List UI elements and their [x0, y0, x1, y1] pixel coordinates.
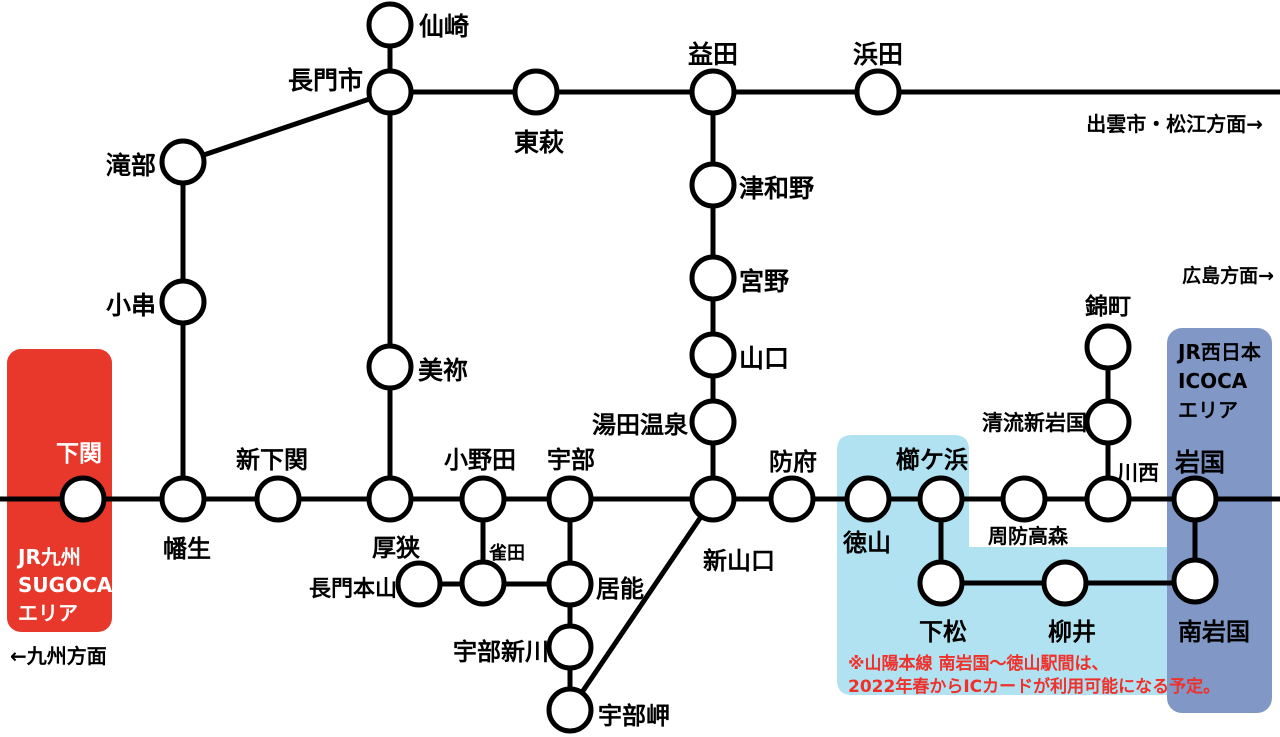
nagatoshi-takibe-link	[182, 89, 391, 165]
station-higashi-hagi	[512, 68, 560, 116]
station-shin-yamaguchi	[689, 475, 737, 523]
station-asa	[366, 475, 414, 523]
station-label-nishikicho: 錦町	[1085, 293, 1131, 320]
station-onoda	[459, 475, 507, 523]
station-kawanishi	[1084, 475, 1132, 523]
station-ino	[546, 560, 594, 608]
station-label-yanai: 柳井	[1048, 618, 1096, 646]
ube-line-diagonal	[567, 497, 716, 712]
station-label-kogushi: 小串	[106, 291, 156, 320]
station-label-takibe: 滝部	[106, 151, 156, 180]
station-label-onoda: 小野田	[444, 446, 516, 474]
station-label-ube-shinkawa: 宇部新川	[453, 638, 549, 666]
station-mine	[366, 343, 414, 391]
station-iwakuni	[1171, 475, 1219, 523]
station-label-shin-yamaguchi: 新山口	[703, 547, 775, 575]
station-minami-iwakuni	[1171, 557, 1219, 605]
station-label-masuda: 益田	[688, 40, 738, 69]
station-seiryu-shin-iwakuni	[1084, 398, 1132, 446]
station-label-minami-iwakuni: 南岩国	[1178, 618, 1250, 646]
station-label-nagato-motoyama: 長門本山	[309, 577, 397, 602]
station-label-suzumeda: 雀田	[488, 543, 525, 564]
station-ube-misaki	[546, 686, 594, 734]
station-label-miyano: 宮野	[739, 267, 789, 296]
station-yamaguchi	[689, 331, 737, 379]
station-label-shin-shimonoseki: 新下関	[236, 446, 308, 474]
station-label-shimonoseki: 下関	[56, 441, 102, 467]
station-nagato-motoyama	[395, 560, 443, 608]
station-label-asa: 厚狭	[372, 534, 420, 562]
jr-kyushu-sugoca-area-label-line-1: SUGOCA	[18, 573, 113, 597]
station-label-suo-takamori: 周防高森	[988, 524, 1069, 548]
jr-west-icoca-area-label-line-0: JR西日本	[1176, 340, 1261, 364]
station-ube-shinkawa	[546, 623, 594, 671]
jr-west-icoca-area-label-line-2: エリア	[1178, 398, 1238, 422]
station-ube	[546, 475, 594, 523]
station-shimonoseki	[59, 475, 107, 523]
station-nagatoshi	[366, 68, 414, 116]
station-shin-shimonoseki	[254, 475, 302, 523]
station-label-nagatoshi: 長門市	[288, 66, 363, 95]
station-hamada	[854, 68, 902, 116]
station-label-kawanishi: 川西	[1116, 461, 1159, 485]
station-label-hamada: 浜田	[853, 40, 903, 69]
ic-card-note-line-1: 2022年春からICカードが利用可能になる予定。	[848, 676, 1220, 697]
station-label-tokuyama: 徳山	[842, 529, 891, 557]
ic-card-note-line-0: ※山陽本線 南岩国～徳山駅間は、	[848, 653, 1108, 674]
station-label-kushigahama: 櫛ケ浜	[896, 446, 968, 474]
station-kushigahama	[917, 475, 965, 523]
station-label-mine: 美祢	[418, 356, 468, 385]
jr-kyushu-sugoca-area-label-line-2: エリア	[18, 601, 78, 625]
station-label-kudamatsu: 下松	[919, 618, 967, 646]
station-nishikicho	[1084, 323, 1132, 371]
station-miyano	[689, 254, 737, 302]
jr-kyushu-sugoca-area-label-line-0: JR九州	[16, 545, 81, 569]
station-label-seiryu-shin-iwakuni: 清流新岩国	[982, 411, 1087, 435]
station-hofu	[768, 475, 816, 523]
station-yuda-onsen	[689, 398, 737, 446]
kyushu-direction: ←九州方面	[10, 644, 107, 668]
station-masuda	[689, 68, 737, 116]
station-label-ube-misaki: 宇部岬	[598, 702, 670, 730]
izumo-matsue-direction: 出雲市・松江方面→	[1086, 112, 1263, 136]
station-label-yamaguchi: 山口	[739, 344, 789, 373]
station-kudamatsu	[917, 559, 965, 607]
station-takibe	[159, 138, 207, 186]
station-yanai	[1041, 559, 1089, 607]
jr-west-icoca-area	[1167, 328, 1272, 713]
jr-west-icoca-area-label-line-1: ICOCA	[1178, 369, 1248, 393]
station-suzumeda	[459, 559, 507, 607]
station-label-yuda-onsen: 湯田温泉	[592, 411, 689, 439]
station-tsuwano	[689, 161, 737, 209]
station-tokuyama	[844, 475, 892, 523]
station-label-hatabu: 幡生	[163, 535, 211, 563]
station-hatabu	[159, 475, 207, 523]
station-kogushi	[159, 278, 207, 326]
station-label-ube: 宇部	[547, 446, 595, 474]
hiroshima-direction: 広島方面→	[1182, 264, 1274, 287]
jr-kyushu-sugoca-area	[7, 349, 112, 632]
station-label-iwakuni: 岩国	[1174, 448, 1225, 477]
station-label-senzaki: 仙崎	[419, 12, 469, 41]
station-label-ino: 居能	[596, 575, 644, 603]
station-label-higashi-hagi: 東萩	[514, 128, 564, 157]
station-senzaki	[366, 1, 414, 49]
station-suo-takamori	[1000, 475, 1048, 523]
station-label-hofu: 防府	[769, 448, 817, 476]
station-label-tsuwano: 津和野	[739, 174, 814, 203]
